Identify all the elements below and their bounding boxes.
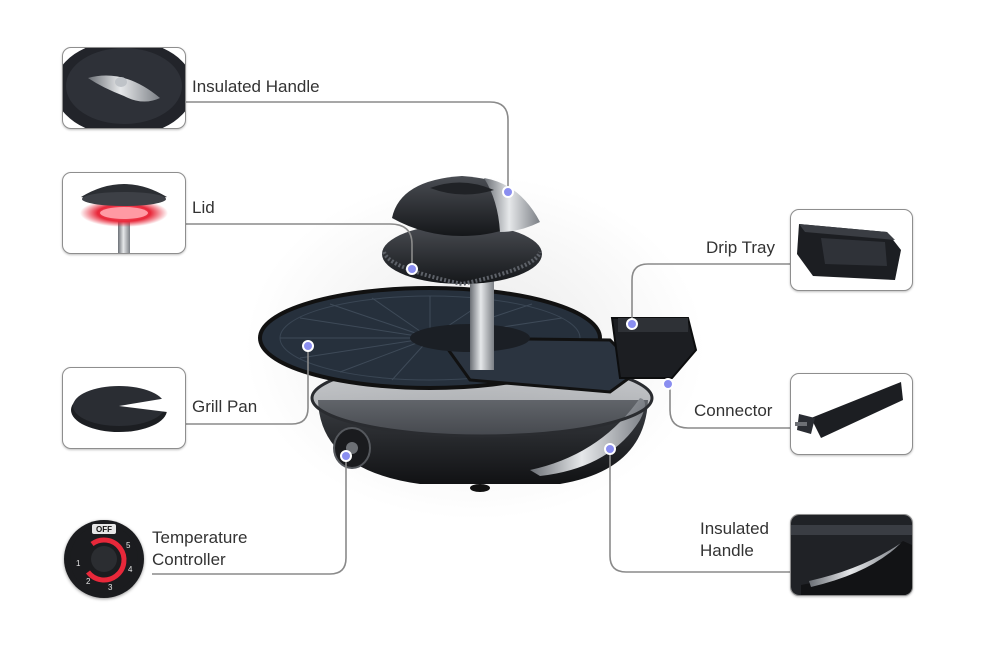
dial-off-label: OFF bbox=[96, 525, 112, 534]
leader-drip-tray bbox=[631, 263, 790, 324]
thumb-temperature-controller: OFF 1 2 3 4 5 bbox=[64, 520, 144, 598]
callout-label-temperature-controller: Temperature Controller bbox=[152, 527, 247, 571]
base-foot bbox=[470, 484, 490, 492]
callout-label-temperature-line1: Temperature bbox=[152, 528, 248, 547]
dot-temperature-controller bbox=[340, 450, 352, 462]
callout-label-drip-tray: Drip Tray bbox=[706, 238, 775, 257]
dot-lid bbox=[406, 263, 418, 275]
thumb-connector bbox=[790, 373, 913, 455]
callout-label-insulated-handle-side: Insulated Handle bbox=[700, 518, 769, 562]
lid-lower bbox=[382, 224, 542, 284]
leader-lines bbox=[152, 101, 790, 575]
thumb-drip-tray bbox=[790, 209, 913, 291]
callout-label-insulated-handle-top: Insulated Handle bbox=[192, 77, 320, 96]
dot-connector bbox=[662, 378, 674, 390]
dial-mark-5: 5 bbox=[126, 541, 131, 550]
grill-appliance bbox=[258, 176, 698, 492]
callout-label-temperature-line2: Controller bbox=[152, 550, 226, 569]
leader-temperature-controller bbox=[152, 456, 347, 575]
thumb-insulated-handle-top bbox=[62, 47, 186, 129]
dial-mark-2: 2 bbox=[86, 577, 91, 586]
leader-grill-pan bbox=[185, 346, 309, 425]
dot-grill-pan bbox=[302, 340, 314, 352]
dial-mark-3: 3 bbox=[108, 583, 113, 592]
callout-label-lid: Lid bbox=[192, 198, 215, 217]
callout-label-grill-pan: Grill Pan bbox=[192, 397, 258, 416]
callout-dots bbox=[302, 186, 674, 462]
leader-lid bbox=[185, 223, 413, 269]
dial-mark-4: 4 bbox=[128, 565, 133, 574]
thumb-grill-pan bbox=[62, 367, 186, 449]
dot-drip-tray bbox=[626, 318, 638, 330]
dot-insulated-handle-side bbox=[604, 443, 616, 455]
thumb-insulated-handle-side bbox=[790, 514, 913, 596]
base-chrome-trim bbox=[530, 398, 645, 476]
leader-insulated-handle-top bbox=[185, 101, 509, 191]
callout-label-insulated-side-line2: Handle bbox=[700, 541, 754, 560]
center-pole bbox=[470, 270, 494, 370]
callout-label-connector: Connector bbox=[694, 401, 773, 420]
leader-insulated-handle-side bbox=[609, 448, 790, 573]
callout-label-insulated-side-line1: Insulated bbox=[700, 519, 769, 538]
dial-mark-1: 1 bbox=[76, 559, 81, 568]
dot-insulated-handle-top bbox=[502, 186, 514, 198]
leader-connector bbox=[669, 384, 790, 429]
lid-handle-chrome bbox=[484, 178, 540, 232]
thumb-lid bbox=[62, 172, 186, 254]
